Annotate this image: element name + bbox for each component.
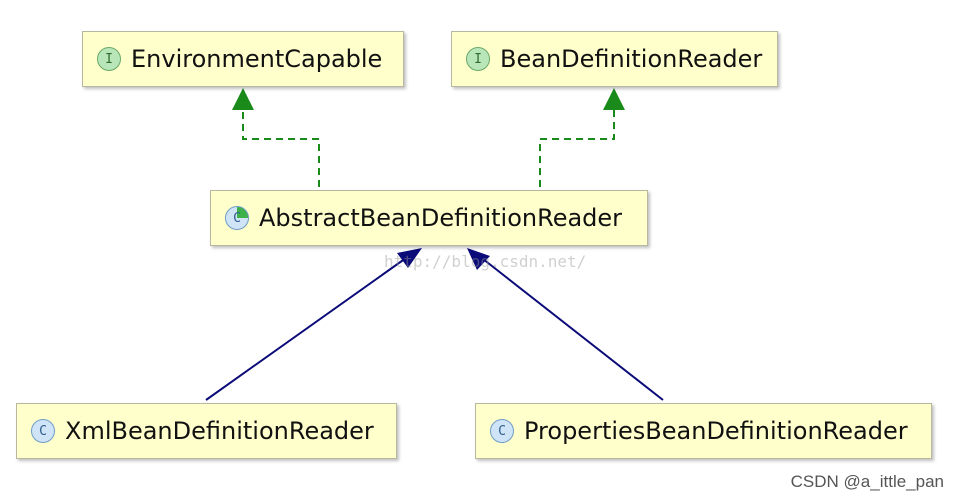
realization-edge-environment-capable [242,110,320,187]
interface-icon: I [97,47,121,71]
class-icon: C [490,419,514,443]
realization-arrowhead-bean-definition-reader [603,88,625,110]
watermark: http://blog.csdn.net/ [384,252,587,271]
node-bean-definition-reader[interactable]: I BeanDefinitionReader [451,31,778,87]
node-label: AbstractBeanDefinitionReader [259,204,623,232]
node-label: XmlBeanDefinitionReader [65,417,374,445]
node-label: EnvironmentCapable [131,45,383,73]
interface-icon: I [466,47,490,71]
inheritance-edge-xml [205,257,407,401]
abstract-class-icon: C [225,206,249,230]
node-properties-bean-definition-reader[interactable]: C PropertiesBeanDefinitionReader [475,403,932,459]
credit-text: CSDN @a_ittle_pan [790,472,944,491]
inheritance-arrowhead-properties [467,248,490,270]
node-xml-bean-definition-reader[interactable]: C XmlBeanDefinitionReader [16,403,397,459]
node-label: PropertiesBeanDefinitionReader [524,417,908,445]
class-icon: C [31,419,55,443]
node-abstract-bean-definition-reader[interactable]: C AbstractBeanDefinitionReader [210,190,648,246]
realization-arrowhead-environment-capable [232,88,254,110]
inheritance-arrowhead-xml [397,248,422,268]
realization-edge-bean-definition-reader [539,110,615,187]
node-environment-capable[interactable]: I EnvironmentCapable [82,31,404,87]
node-label: BeanDefinitionReader [500,45,763,73]
inheritance-edge-properties [482,258,664,401]
